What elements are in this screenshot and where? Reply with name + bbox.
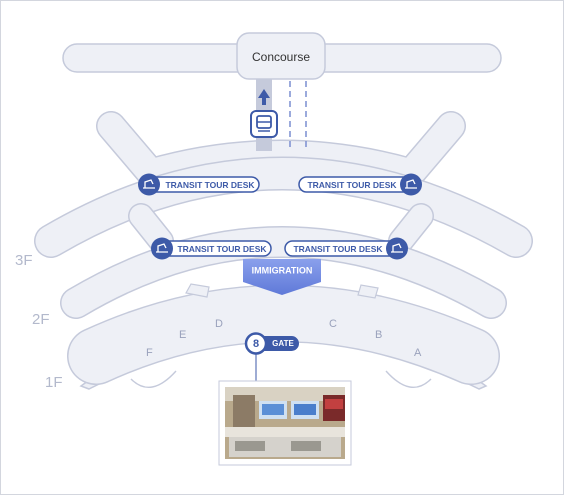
transit-desk-icon xyxy=(400,173,422,196)
immigration-arrow: IMMIGRATION xyxy=(243,259,321,295)
concourse-area: Concourse xyxy=(62,32,502,80)
gate-label: GATE xyxy=(272,339,294,348)
transit-desk-2f-left[interactable]: TRANSIT TOUR DESK xyxy=(151,237,272,260)
transit-desk-3f-left[interactable]: TRANSIT TOUR DESK xyxy=(138,173,260,196)
concourse-label: Concourse xyxy=(252,50,310,64)
transit-desk-3f-right[interactable]: TRANSIT TOUR DESK xyxy=(298,173,422,196)
gate-letter-c: C xyxy=(329,318,337,330)
gate-letter-a: A xyxy=(414,347,422,359)
transit-desk-label: TRANSIT TOUR DESK xyxy=(307,180,397,190)
up-arrow-icon xyxy=(258,89,270,105)
gate-8-badge[interactable]: 8 GATE xyxy=(244,332,299,384)
transit-desk-photo[interactable] xyxy=(218,380,352,466)
gate-letter-b: B xyxy=(375,329,382,341)
floor-label-1f: 1F xyxy=(45,374,63,391)
shuttle-train-icon xyxy=(250,110,278,138)
gate-letter-f: F xyxy=(146,347,153,359)
gate-number: 8 xyxy=(253,338,259,350)
transit-desk-2f-right[interactable]: TRANSIT TOUR DESK xyxy=(284,237,408,260)
gate-letter-e: E xyxy=(179,329,186,341)
transit-desk-icon xyxy=(151,237,173,260)
floor-2f-area xyxy=(60,203,507,319)
floor-1f-area xyxy=(67,283,500,390)
gate-letter-d: D xyxy=(215,318,223,330)
immigration-label: IMMIGRATION xyxy=(252,265,313,275)
transit-desk-label: TRANSIT TOUR DESK xyxy=(293,244,383,254)
floor-label-3f: 3F xyxy=(15,252,33,269)
transit-desk-label: TRANSIT TOUR DESK xyxy=(165,180,255,190)
floor-label-2f: 2F xyxy=(32,311,50,328)
transit-desk-icon xyxy=(386,237,408,260)
shuttle-connector xyxy=(250,79,307,151)
transit-desk-label: TRANSIT TOUR DESK xyxy=(177,244,267,254)
floor-3f-area xyxy=(34,111,533,258)
transit-desk-icon xyxy=(138,173,160,196)
